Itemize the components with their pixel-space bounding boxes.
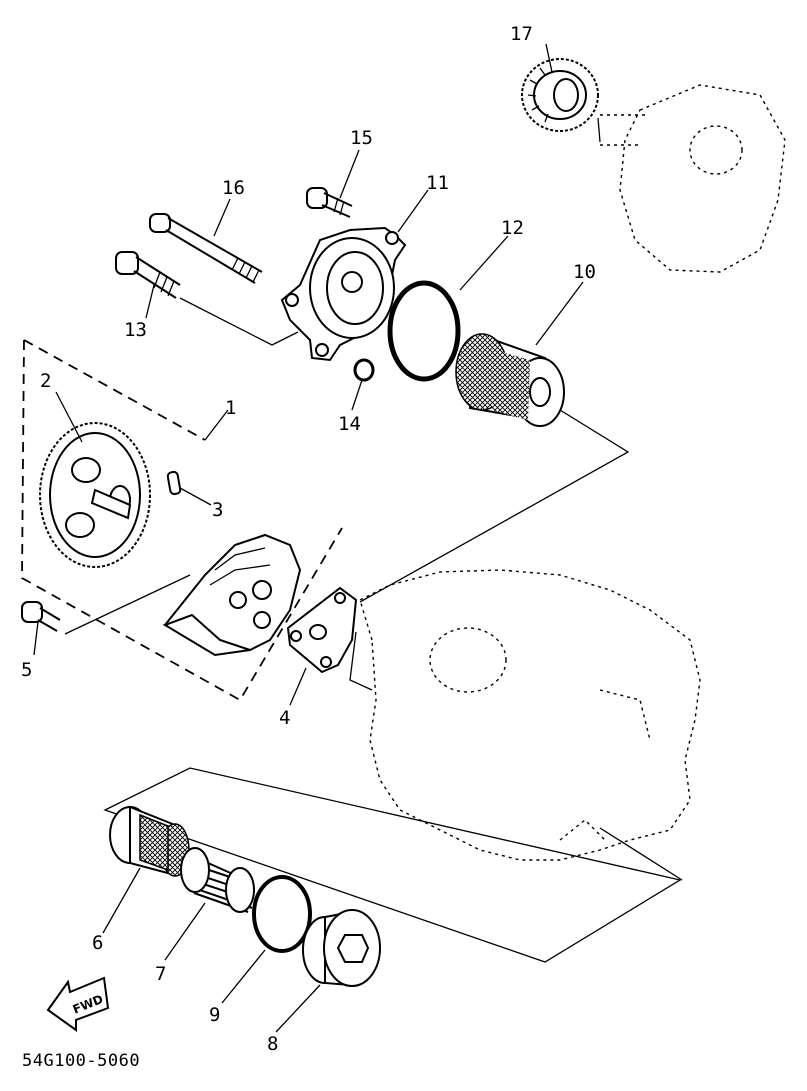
forward-arrow-icon: FWD: [46, 976, 110, 1032]
leader-lines: [33, 43, 683, 1033]
screw: [21, 601, 61, 632]
callout-14: 14: [338, 413, 361, 435]
pump-gasket: [286, 586, 358, 674]
dowel-pin: [166, 470, 182, 496]
callout-4: 4: [279, 707, 290, 729]
short-bolt-15: [306, 187, 353, 218]
drain-plug: [302, 909, 381, 987]
strainer-assembly-bracket: [103, 767, 682, 963]
oil-pump-body: [162, 533, 302, 657]
callout-9: 9: [209, 1004, 220, 1026]
callout-labels: 1 2 3 4 5 6 7 8 9 10 11 12 13 14 15 16 1…: [21, 23, 596, 1055]
callout-12: 12: [501, 217, 524, 239]
callout-16: 16: [222, 177, 245, 199]
drain-o-ring: [252, 875, 312, 953]
primary-drive-gear: [521, 58, 599, 132]
short-bolt-13: [115, 251, 181, 299]
callout-15: 15: [350, 127, 373, 149]
callout-7: 7: [155, 963, 166, 985]
catalog-code: 54G100-5060: [22, 1051, 140, 1071]
callout-2: 2: [40, 370, 51, 392]
spring: [180, 847, 255, 913]
callout-8: 8: [267, 1033, 278, 1055]
oil-strainer: [109, 805, 190, 877]
callout-5: 5: [21, 659, 32, 681]
o-ring-large: [387, 280, 461, 382]
callout-1: 1: [225, 397, 236, 419]
callout-13: 13: [124, 319, 147, 341]
engine-case-outline: [359, 569, 701, 861]
callout-11: 11: [426, 172, 449, 194]
callout-10: 10: [573, 261, 596, 283]
long-bolt: [149, 213, 263, 284]
crankshaft-hub-outline: [597, 84, 786, 273]
callout-6: 6: [92, 932, 103, 954]
callout-17: 17: [510, 23, 533, 45]
oil-pump-assembly-bracket: [21, 339, 343, 702]
o-ring-small: [353, 358, 375, 382]
callout-3: 3: [212, 499, 223, 521]
oil-filter-cover: [280, 226, 407, 362]
oil-pump-drive-gear: [39, 422, 151, 568]
oil-filter-element: [455, 333, 565, 427]
